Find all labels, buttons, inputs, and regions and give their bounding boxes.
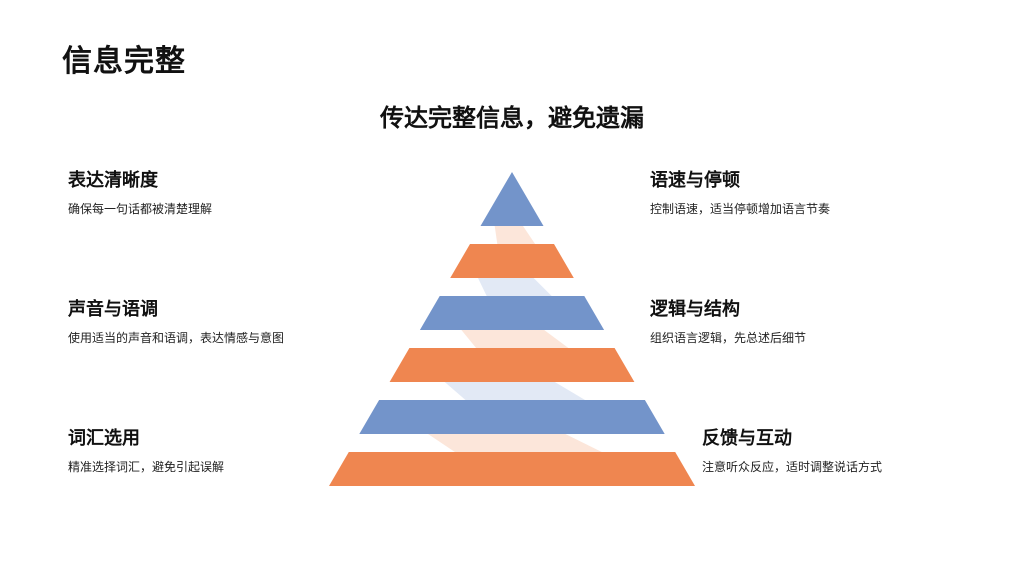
point-clarity: 表达清晰度 确保每一句话都被清楚理解 — [68, 168, 212, 218]
point-title: 语速与停顿 — [650, 170, 740, 191]
point-description: 组织语言逻辑，先总述后细节 — [650, 331, 807, 345]
pyramid-gap-band — [494, 226, 536, 244]
page-title: 信息完整 — [62, 44, 186, 79]
point-description: 控制语速，适当停顿增加语言节奏 — [650, 202, 831, 216]
pyramid-layer-2 — [450, 244, 574, 278]
pyramid-gap-band — [461, 330, 569, 348]
point-title: 逻辑与结构 — [650, 299, 740, 320]
pyramid-layer-3 — [419, 296, 605, 330]
pyramid-connector-bands — [428, 226, 602, 452]
point-description: 使用适当的声音和语调，表达情感与意图 — [68, 331, 285, 345]
point-title: 词汇选用 — [68, 428, 140, 449]
pyramid-layer-1 — [480, 172, 544, 226]
point-pace-pause: 语速与停顿 控制语速，适当停顿增加语言节奏 — [650, 168, 830, 218]
point-word-choice: 词汇选用 精准选择词汇，避免引起误解 — [68, 426, 224, 476]
point-logic-structure: 逻辑与结构 组织语言逻辑，先总述后细节 — [650, 297, 806, 347]
pyramid-gap-band — [428, 434, 602, 452]
point-feedback-interaction: 反馈与互动 注意听众反应，适时调整说话方式 — [702, 426, 882, 476]
pyramid-layer-4 — [389, 348, 635, 382]
pyramid-layers — [329, 172, 695, 486]
point-voice-tone: 声音与语调 使用适当的声音和语调，表达情感与意图 — [68, 297, 284, 347]
pyramid-layer-5 — [359, 400, 665, 434]
pyramid-gap-band — [444, 382, 586, 400]
point-title: 表达清晰度 — [68, 170, 158, 191]
pyramid-gap-band — [478, 278, 552, 296]
point-title: 反馈与互动 — [702, 428, 792, 449]
point-description: 确保每一句话都被清楚理解 — [68, 202, 213, 216]
point-description: 精准选择词汇，避免引起误解 — [68, 460, 225, 474]
pyramid-layer-6 — [329, 452, 695, 486]
point-description: 注意听众反应，适时调整说话方式 — [702, 460, 883, 474]
point-title: 声音与语调 — [68, 299, 158, 320]
page-subtitle: 传达完整信息，避免遗漏 — [380, 104, 644, 132]
